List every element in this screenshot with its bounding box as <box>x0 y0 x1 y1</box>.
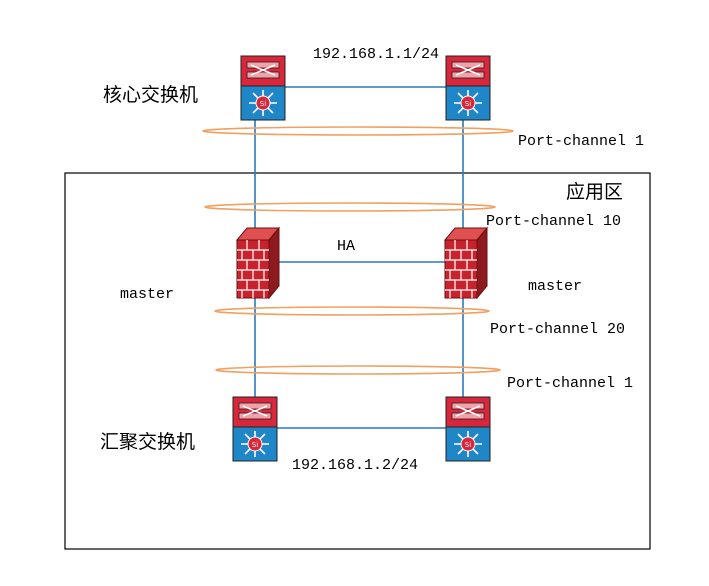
app-zone-frame <box>64 172 651 550</box>
app-zone-label: 应用区 <box>566 181 623 203</box>
port-channel-fw-top-label: Port-channel 10 <box>486 213 621 230</box>
core-switch-left-icon <box>240 55 286 121</box>
port-channel-ellipse-fw-top <box>204 202 496 212</box>
port-channel-agg-label: Port-channel 1 <box>507 375 633 392</box>
firewall-left-icon <box>236 227 280 299</box>
port-channel-core-label: Port-channel 1 <box>518 133 644 150</box>
core-switch-label: 核心交换机 <box>103 84 198 106</box>
port-channel-fw-bottom-label: Port-channel 20 <box>490 321 625 338</box>
ha-label: HA <box>337 238 355 255</box>
aggregation-switch-right-icon <box>445 396 491 462</box>
port-channel-ellipse-agg <box>215 365 501 375</box>
core-ip-label: 192.168.1.1/24 <box>313 46 439 63</box>
aggregation-switch-left-icon <box>232 396 278 462</box>
master-right-label: master <box>528 278 582 295</box>
agg-ip-label: 192.168.1.2/24 <box>292 457 418 474</box>
port-channel-ellipse-core <box>202 126 514 136</box>
port-channel-ellipse-fw-bottom <box>214 306 490 316</box>
core-switch-right-icon <box>445 55 491 121</box>
master-left-label: master <box>120 286 174 303</box>
firewall-right-icon <box>444 227 488 299</box>
aggregation-switch-label: 汇聚交换机 <box>100 431 195 453</box>
